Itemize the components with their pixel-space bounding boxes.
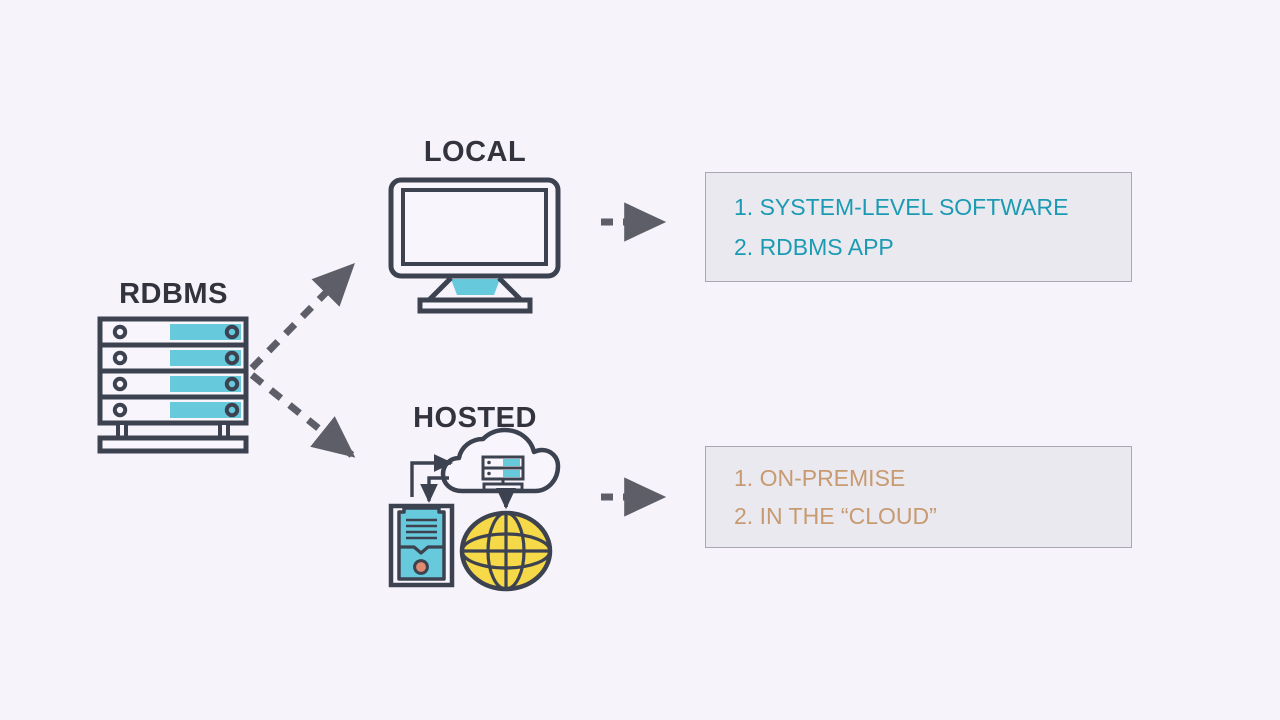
server-tower-icon [388,503,455,588]
rack-leg-right [218,421,230,442]
rack-unit [97,342,249,374]
solid-arrow-tower-to-cloud [410,454,454,497]
callout-box-hosted: 1. ON-PREMISE 2. IN THE “CLOUD” [705,446,1132,548]
monitor-stand [422,276,528,307]
tower-divider [399,545,444,555]
tower-vent-lines [406,518,437,540]
cloud-server-icon [440,427,561,494]
monitor-base [417,297,533,314]
page-title-rdbms: RDBMS [119,278,228,310]
branch-label-local: LOCAL [423,136,527,168]
callout-hosted-line-2: 2. IN THE “CLOUD” [734,503,937,529]
callout-local-line-2: 2. RDBMS APP [734,234,894,260]
cloud-inner-server [481,455,525,492]
callout-hosted-line-1: 1. ON-PREMISE [734,464,906,491]
rack-unit [97,394,249,426]
rack-leg-left [116,421,128,442]
rack-unit [97,316,249,348]
rack-base [97,435,249,454]
callout-local-line-1: 1. SYSTEM-LEVEL SOFTWARE [734,193,1069,220]
cloud-shape [440,427,561,494]
desktop-monitor-icon [388,177,561,314]
monitor-screen [401,188,548,266]
rack-unit [97,368,249,400]
tower-power-button [413,559,429,575]
dashed-arrow-rdbms-to-hosted [249,372,356,458]
branch-label-hosted: HOSTED [413,402,537,434]
callout-box-local: 1. SYSTEM-LEVEL SOFTWARE 2. RDBMS APP [705,172,1132,282]
server-rack-icon [97,316,249,454]
globe-icon [459,510,553,592]
monitor-neck-accent [451,279,500,295]
solid-arrow-cloud-to-tower [420,476,449,504]
